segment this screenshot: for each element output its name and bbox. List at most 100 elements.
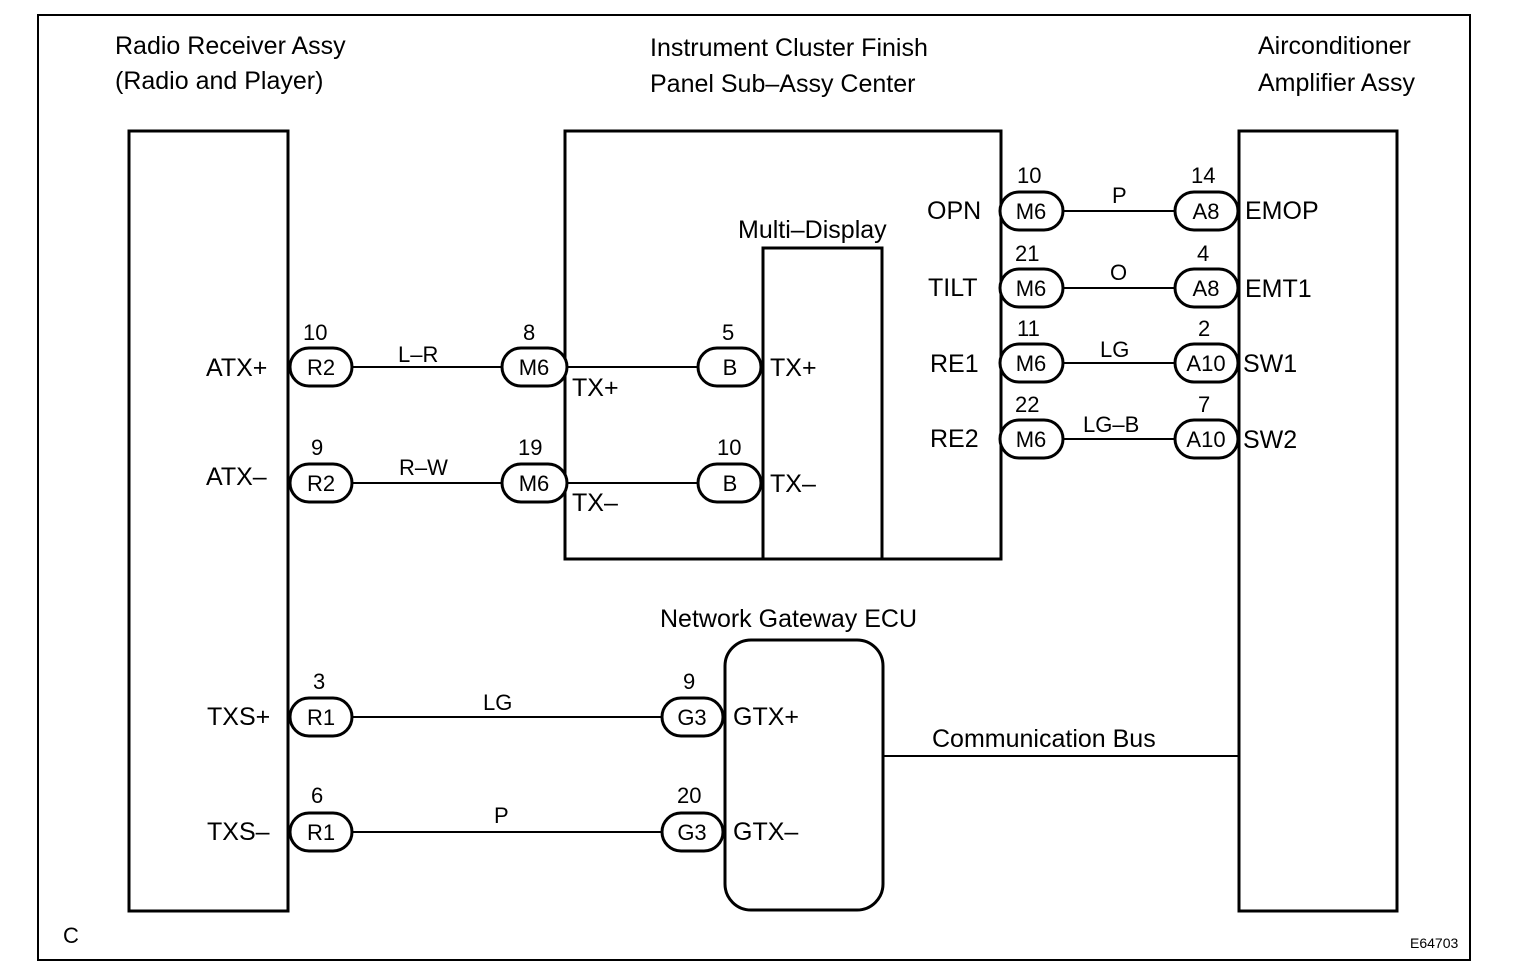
- connector-id: A10: [1186, 351, 1225, 376]
- connector-id: M6: [1016, 351, 1047, 376]
- pin-number: 22: [1015, 392, 1039, 417]
- connector-oval: [998, 342, 1065, 384]
- multi-display-signal: TX–: [770, 470, 816, 498]
- wire-color: LG: [1100, 337, 1129, 362]
- connector-oval: [998, 190, 1065, 232]
- pin-number: 10: [1017, 163, 1041, 188]
- pin-number: 19: [518, 435, 542, 460]
- signal-label: ATX–: [206, 463, 267, 491]
- connector-id: R1: [307, 705, 335, 730]
- pin-number: 10: [717, 435, 741, 460]
- wire-color: LG–B: [1083, 412, 1139, 437]
- wire-color: LG: [483, 690, 512, 715]
- pin-number: 21: [1015, 241, 1039, 266]
- aircon-wire-re2: RE2 22 M6 LG–B 7 A10 SW2: [930, 392, 1297, 460]
- wire-color: R–W: [399, 455, 448, 480]
- communication-bus-label: Communication Bus: [932, 725, 1156, 753]
- pin-number: 2: [1198, 316, 1210, 341]
- connector-oval: [998, 418, 1065, 460]
- wire-color: O: [1110, 260, 1127, 285]
- connector-oval: [288, 696, 354, 738]
- aircon-signal: EMOP: [1245, 197, 1319, 225]
- cluster-title-line1: Instrument Cluster Finish: [650, 34, 928, 62]
- connector-oval: [660, 696, 725, 738]
- signal-label: TXS+: [207, 703, 270, 731]
- connector-oval: [1173, 342, 1240, 384]
- gateway-signal: GTX+: [733, 703, 799, 731]
- signal-label: ATX+: [206, 354, 267, 382]
- aircon-signal: SW1: [1243, 350, 1297, 378]
- pin-number: 9: [311, 435, 323, 460]
- cluster-signal-label: TX–: [572, 489, 618, 517]
- wire-color: P: [1112, 183, 1127, 208]
- radio-title-line1: Radio Receiver Assy: [115, 32, 346, 60]
- cluster-signal-label: TX+: [572, 374, 619, 402]
- connector-id: R2: [307, 355, 335, 380]
- connector-id: M6: [1016, 199, 1047, 224]
- connector-id: R2: [307, 471, 335, 496]
- aircon-signal: EMT1: [1245, 275, 1312, 303]
- figure-code: E64703: [1410, 935, 1458, 951]
- aircon-title-line2: Amplifier Assy: [1258, 69, 1415, 97]
- connector-oval: [500, 346, 569, 388]
- gateway-wire-txs-plus: TXS+ 3 R1 LG 9 G3 GTX+: [207, 669, 799, 738]
- connector-oval: [288, 811, 354, 853]
- aircon-amplifier-box: [1237, 129, 1399, 913]
- wire-color: P: [494, 803, 509, 828]
- corner-mark-left: C: [63, 923, 79, 948]
- connector-id: G3: [677, 705, 706, 730]
- signal-label: RE1: [930, 350, 979, 378]
- connector-id: A10: [1186, 427, 1225, 452]
- radio-wire-atx-plus: ATX+ 10 R2 L–R 8 M6 TX+ 5 B TX+: [206, 320, 817, 402]
- connector-id: A8: [1193, 199, 1220, 224]
- pin-number: 5: [722, 320, 734, 345]
- gateway-signal: GTX–: [733, 818, 798, 846]
- aircon-wire-opn: OPN 10 M6 P 14 A8 EMOP: [927, 163, 1319, 232]
- signal-label: TILT: [928, 274, 978, 302]
- pin-number: 14: [1191, 163, 1215, 188]
- multi-display-box: [761, 246, 884, 561]
- cluster-title-line2: Panel Sub–Assy Center: [650, 70, 915, 98]
- pin-number: 4: [1197, 241, 1209, 266]
- pin-number: 10: [303, 320, 327, 345]
- connector-oval: [696, 346, 763, 388]
- connector-id: M6: [519, 355, 550, 380]
- aircon-wire-tilt: TILT 21 M6 O 4 A8 EMT1: [928, 241, 1312, 309]
- connector-oval: [1173, 267, 1240, 309]
- network-gateway-label: Network Gateway ECU: [660, 605, 917, 633]
- aircon-wire-re1: RE1 11 M6 LG 2 A10 SW1: [930, 316, 1297, 384]
- connector-oval: [660, 811, 725, 853]
- connector-id: B: [723, 471, 738, 496]
- connector-id: M6: [1016, 276, 1047, 301]
- gateway-wire-txs-minus: TXS– 6 R1 P 20 G3 GTX–: [207, 783, 798, 853]
- signal-label: OPN: [927, 197, 981, 225]
- pin-number: 8: [523, 320, 535, 345]
- pin-number: 3: [313, 669, 325, 694]
- pin-number: 11: [1017, 316, 1040, 341]
- pin-number: 9: [683, 669, 695, 694]
- aircon-title-line1: Airconditioner: [1258, 32, 1411, 60]
- connector-oval: [288, 346, 354, 388]
- aircon-signal: SW2: [1243, 426, 1297, 454]
- pin-number: 20: [677, 783, 701, 808]
- connector-oval: [998, 267, 1065, 309]
- radio-title-line2: (Radio and Player): [115, 67, 323, 95]
- connector-id: A8: [1193, 276, 1220, 301]
- connector-oval: [1173, 418, 1240, 460]
- network-gateway-box: [723, 638, 885, 912]
- pin-number: 7: [1198, 392, 1210, 417]
- connector-id: G3: [677, 820, 706, 845]
- multi-display-label: Multi–Display: [738, 216, 887, 244]
- connector-oval: [500, 462, 569, 504]
- connector-id: B: [723, 355, 738, 380]
- radio-receiver-box: [127, 129, 290, 913]
- connector-oval: [1173, 190, 1240, 232]
- signal-label: RE2: [930, 425, 979, 453]
- connector-oval: [288, 462, 354, 504]
- connector-oval: [696, 462, 763, 504]
- pin-number: 6: [311, 783, 323, 808]
- connector-id: R1: [307, 820, 335, 845]
- diagram-frame: [37, 14, 1471, 961]
- connector-id: M6: [1016, 427, 1047, 452]
